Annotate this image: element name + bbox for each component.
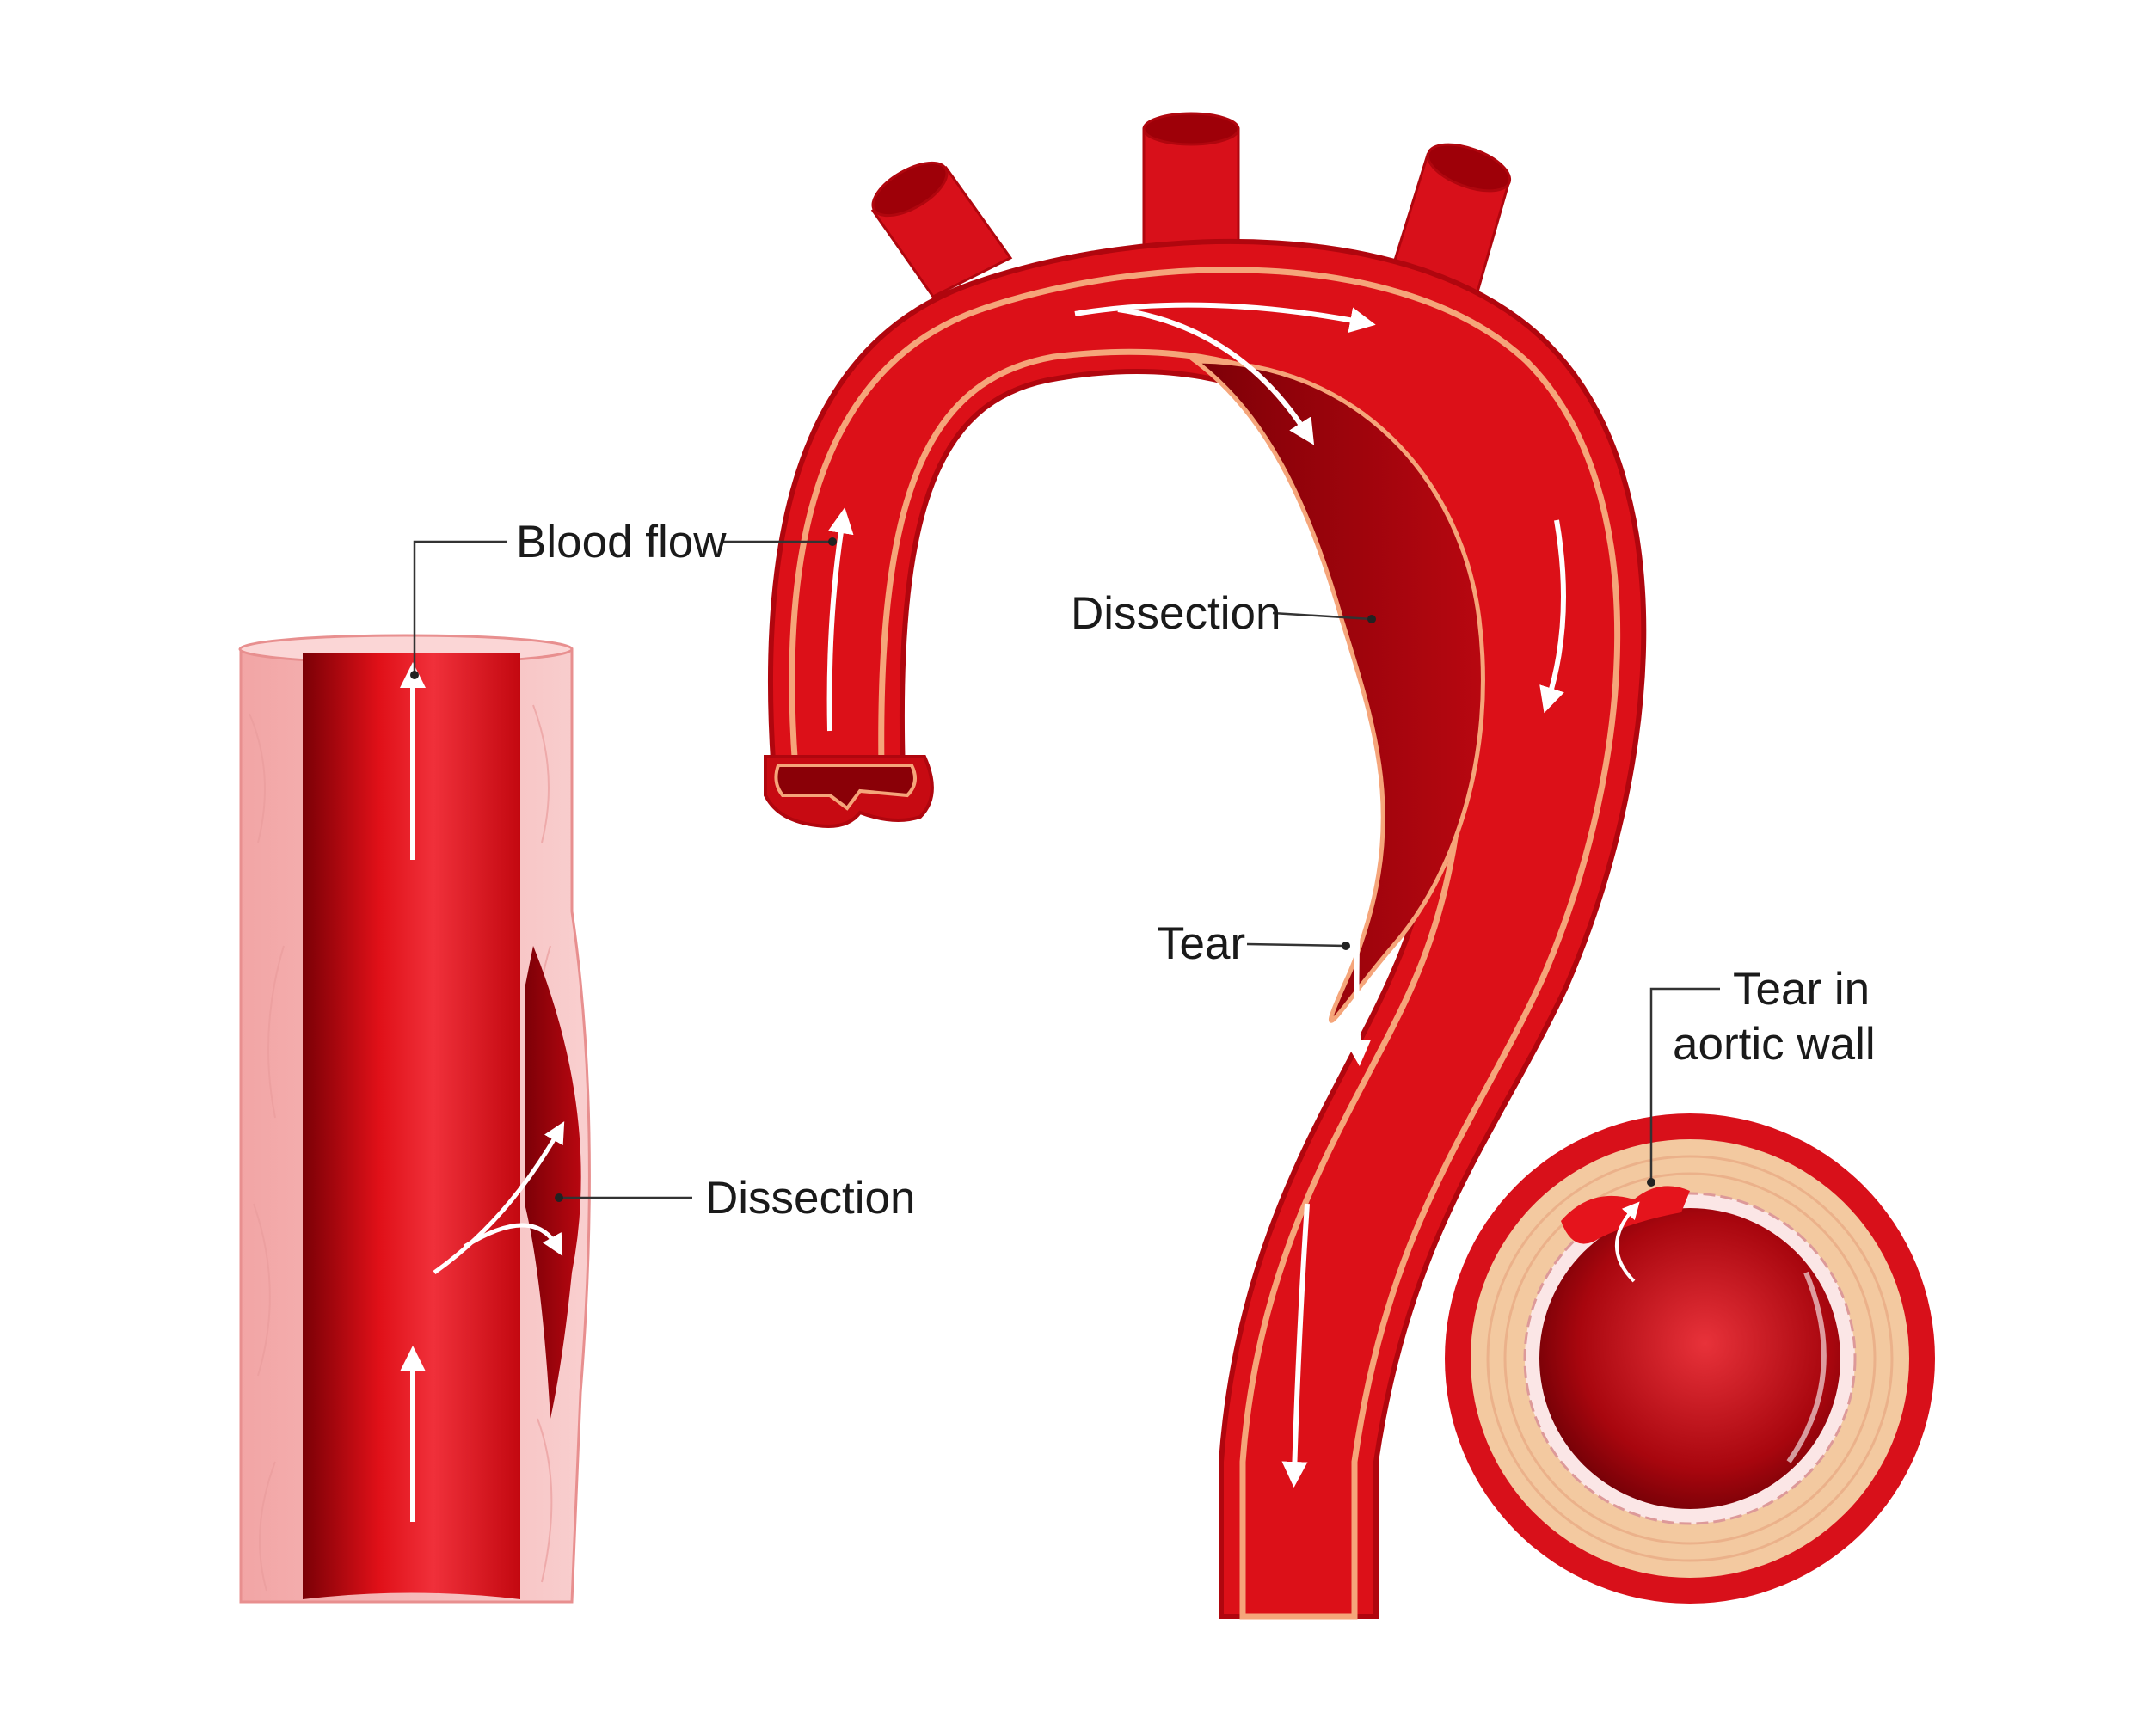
leader-tear-wall bbox=[1649, 987, 1720, 1182]
arch-flow-arrow-descending-outer bbox=[1539, 519, 1566, 714]
arch-flow-arrow-tear bbox=[1345, 773, 1379, 1066]
arch-flow-arrow-top bbox=[1074, 302, 1376, 333]
label-tear-wall-line1: Tear in bbox=[1733, 964, 1870, 1015]
label-dissection-arch: Dissection bbox=[1071, 588, 1281, 639]
vessel-false-lumen bbox=[525, 946, 581, 1419]
label-blood-flow: Blood flow bbox=[516, 517, 727, 567]
label-tear-wall-line2: aortic wall bbox=[1673, 1019, 1876, 1070]
arch-flow-arrow-bottom bbox=[1281, 1203, 1310, 1488]
leader-blood-flow-vessel bbox=[413, 540, 507, 675]
cross-section-tear-arrow bbox=[1615, 1201, 1640, 1283]
leader-dots bbox=[410, 537, 1656, 1202]
arch-intima bbox=[789, 267, 1621, 1620]
leader-dissection-arch bbox=[1272, 611, 1373, 621]
vessel-section bbox=[238, 634, 591, 1604]
cross-section-highlight bbox=[1786, 1271, 1827, 1463]
vessel-lumen bbox=[303, 653, 520, 1599]
arch-false-lumen bbox=[1189, 359, 1485, 1023]
branch-right-opening bbox=[1426, 143, 1512, 193]
branch-left-opening bbox=[871, 161, 949, 218]
arch-branch-vessels bbox=[870, 112, 1512, 303]
arch-flow-arrow-ascending bbox=[826, 507, 854, 732]
branch-center-opening bbox=[1142, 112, 1240, 146]
branch-center bbox=[1142, 127, 1240, 251]
arch-flow-arrow-into-dissection bbox=[1117, 307, 1315, 445]
leader-tear bbox=[1246, 942, 1347, 948]
aortic-arch bbox=[764, 112, 1647, 1620]
aorta-cross-section bbox=[1445, 1113, 1935, 1604]
label-tear: Tear bbox=[1157, 918, 1245, 969]
leader-lines bbox=[413, 540, 1720, 1199]
label-dissection-left: Dissection bbox=[705, 1173, 915, 1224]
vessel-tear-arrow-up bbox=[433, 1121, 565, 1275]
arch-root-opening bbox=[774, 764, 917, 811]
vessel-tear-arrow-down bbox=[463, 1223, 563, 1256]
cross-section-muscle-texture bbox=[1486, 1155, 1894, 1562]
cross-section-lumen bbox=[1539, 1208, 1840, 1509]
